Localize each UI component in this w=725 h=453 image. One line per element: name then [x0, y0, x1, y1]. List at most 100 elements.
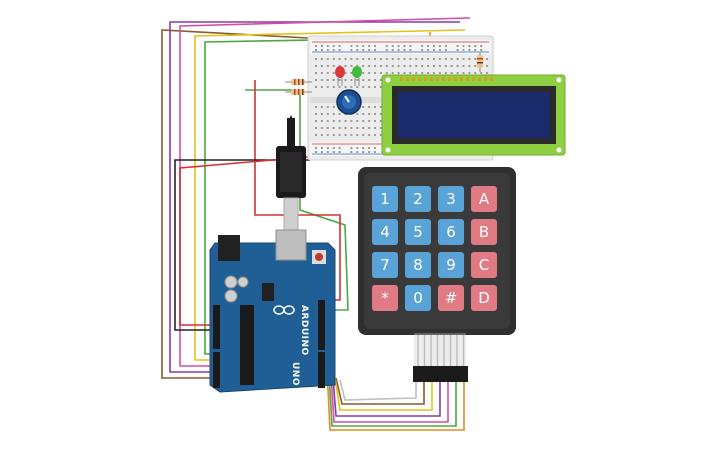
led-green [352, 66, 362, 86]
resistor-2 [285, 89, 312, 95]
keypad-key-face[interactable] [438, 219, 464, 245]
arduino-usb-port [275, 229, 307, 261]
keypad-key-B[interactable]: B [471, 219, 497, 245]
lcd-pin [484, 77, 487, 81]
keypad-key-D[interactable]: D [471, 285, 497, 311]
keypad-key-face[interactable] [471, 186, 497, 212]
usb-cable [276, 115, 306, 231]
arduino-brand-text: ARDUINO [299, 305, 309, 356]
keypad-key-4[interactable]: 4 [372, 219, 398, 245]
keypad-key-face[interactable] [372, 186, 398, 212]
lcd-mount-hole [385, 147, 391, 153]
led-red [335, 66, 345, 86]
keypad-key-C[interactable]: C [471, 252, 497, 278]
keypad-key-6[interactable]: 6 [438, 219, 464, 245]
keypad-key-face[interactable] [405, 186, 431, 212]
keypad-key-1[interactable]: 1 [372, 186, 398, 212]
keypad-key-label: 6 [446, 223, 456, 241]
wire-pink [179, 17, 470, 367]
keypad-key-label: C [479, 256, 489, 274]
lcd-pin [436, 77, 439, 81]
keypad-key-label: 7 [380, 256, 390, 274]
arduino-branding: ARDUINO [299, 305, 309, 356]
wire-yellow [194, 29, 466, 361]
wire-kp-4 [331, 365, 441, 417]
arduino-board: ARDUINO UNO [209, 229, 336, 393]
lcd-mount-hole [385, 77, 391, 83]
keypad-key-label: 4 [380, 223, 390, 241]
lcd-pin [478, 77, 481, 81]
keypad-key-label: B [479, 223, 489, 241]
keypad-key-3[interactable]: 3 [438, 186, 464, 212]
keypad-key-face[interactable] [438, 252, 464, 278]
keypad-connector [413, 366, 468, 382]
lcd-pin [406, 77, 409, 81]
keypad-key-face[interactable] [372, 219, 398, 245]
wire-red-lcd [254, 80, 341, 301]
keypad-key-8[interactable]: 8 [405, 252, 431, 278]
wire-kp-3 [333, 371, 433, 411]
keypad-key-9[interactable]: 9 [438, 252, 464, 278]
lcd-pin [472, 77, 475, 81]
resistor-3 [477, 52, 483, 72]
arduino-analog-header [213, 352, 220, 388]
keypad-key-5[interactable]: 5 [405, 219, 431, 245]
capacitor [224, 275, 238, 289]
keypad-key-7[interactable]: 7 [372, 252, 398, 278]
keypad-key-0[interactable]: 0 [405, 285, 431, 311]
keypad-key-#[interactable]: # [438, 285, 464, 311]
lcd-pin [448, 77, 451, 81]
lcd-pin [466, 77, 469, 81]
keypad-key-*[interactable]: * [372, 285, 398, 311]
wire-green-lcd [245, 89, 349, 311]
keypad-key-face[interactable] [372, 252, 398, 278]
lcd-pin-header [400, 77, 493, 81]
keypad-key-label: 8 [413, 256, 423, 274]
keypad-key-label: 0 [413, 289, 423, 307]
keypad-key-face[interactable] [438, 285, 464, 311]
keypad-key-face[interactable] [471, 252, 497, 278]
keypad-key-face[interactable] [471, 285, 497, 311]
lcd-mount-hole [556, 77, 562, 83]
arduino-power-jack [218, 235, 240, 261]
wire-kp-2 [335, 377, 425, 405]
keypad-key-face[interactable] [471, 219, 497, 245]
arduino-power-header [213, 305, 220, 349]
lcd-pin [418, 77, 421, 81]
arduino-atmega-chip [240, 305, 254, 385]
lcd-display [381, 74, 566, 156]
lcd-pin [430, 77, 433, 81]
arduino-small-chip [262, 283, 274, 301]
infinity-logo-icon [273, 305, 295, 315]
lcd-mount-hole [556, 147, 562, 153]
keypad-key-label: 1 [380, 190, 390, 208]
keypad-ribbon [414, 333, 466, 368]
lcd-pin [454, 77, 457, 81]
keypad-key-label: # [445, 289, 458, 307]
arduino-digital-header [318, 300, 325, 350]
keypad-key-face[interactable] [438, 186, 464, 212]
keypad-key-face[interactable] [405, 252, 431, 278]
wire-kp-7 [325, 347, 465, 431]
wire-kp-1 [339, 379, 417, 401]
wire-black-gnd [174, 159, 310, 331]
keypad-key-face[interactable] [372, 285, 398, 311]
lcd-pin [400, 77, 403, 81]
wire-kp-6 [327, 353, 457, 427]
keypad-key-label: 9 [446, 256, 456, 274]
wire-red-5v [179, 154, 331, 326]
arduino-pcb [209, 242, 336, 393]
lcd-pin [424, 77, 427, 81]
keypad-key-A[interactable]: A [471, 186, 497, 212]
keypad-key-face[interactable] [405, 219, 431, 245]
reset-icon [315, 253, 323, 261]
arduino-model-text: UNO [290, 362, 300, 386]
lcd-pin [412, 77, 415, 81]
keypad-key-face[interactable] [405, 285, 431, 311]
arduino-digital-header-2 [318, 352, 325, 388]
wire-kp-5 [329, 359, 449, 423]
keypad-key-2[interactable]: 2 [405, 186, 431, 212]
keypad-key-label: 5 [413, 223, 423, 241]
lcd-pin [490, 77, 493, 81]
